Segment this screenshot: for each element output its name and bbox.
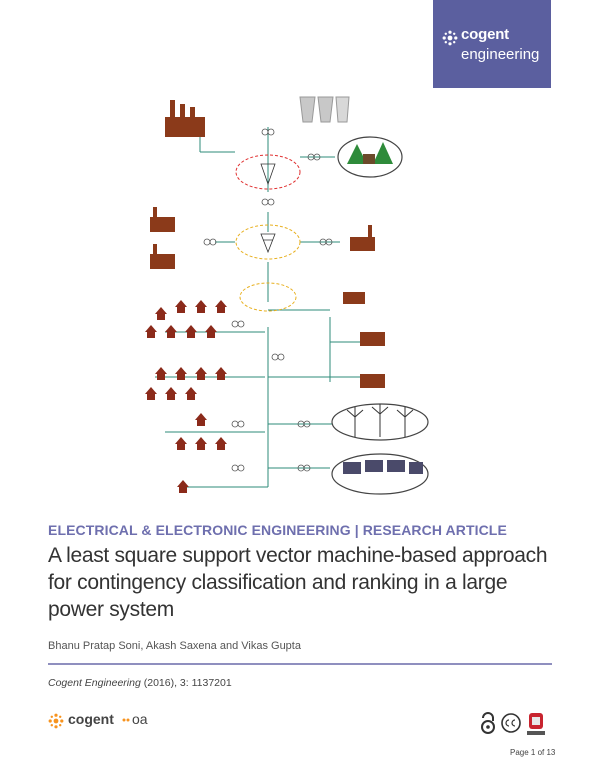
transmission-tower-icon (260, 163, 276, 186)
transformer-icon (203, 128, 333, 472)
cogent-oa-logo-icon (48, 713, 64, 729)
high-voltage-hub (235, 224, 301, 260)
crossmark-icon[interactable] (527, 713, 545, 735)
creative-commons-icon[interactable] (501, 713, 521, 733)
citation-details: (2016), 3: 1137201 (140, 677, 232, 689)
article-title: A least square support vector machine-ba… (48, 544, 548, 621)
solar-panel-icon (331, 453, 429, 495)
thermal-plant-icon (165, 100, 205, 137)
house-icon (145, 300, 227, 493)
citation: Cogent Engineering (2016), 3: 1137201 (48, 677, 232, 689)
brand-name: cogent (461, 26, 509, 43)
cogent-logo-icon (442, 30, 458, 46)
extra-high-voltage-hub (235, 154, 301, 190)
section-label: ELECTRICAL & ELECTRONIC ENGINEERING | RE… (48, 522, 507, 538)
medium-plant-icon (343, 225, 385, 388)
power-system-figure (145, 96, 429, 495)
industrial-plant-icon (150, 207, 175, 269)
oa-brand: cogent (68, 711, 114, 727)
wind-turbine-icon (331, 403, 429, 441)
oa-suffix: oa (132, 711, 148, 727)
oa-dots-icon (122, 718, 130, 722)
journal-brand-box: cogent engineering (433, 0, 551, 88)
divider (48, 663, 552, 665)
brand-subtitle: engineering (461, 46, 540, 63)
transmission-tower-icon (260, 233, 276, 254)
license-icons (481, 712, 545, 735)
low-voltage-hub (239, 282, 297, 312)
page-number: Page 1 of 13 (510, 748, 556, 757)
nuclear-plant-icon (299, 96, 350, 123)
journal-name: Cogent Engineering (48, 677, 141, 689)
article-authors: Bhanu Pratap Soni, Akash Saxena and Vika… (48, 640, 301, 652)
hydro-plant-icon (337, 136, 403, 178)
open-access-icon[interactable] (481, 712, 495, 734)
